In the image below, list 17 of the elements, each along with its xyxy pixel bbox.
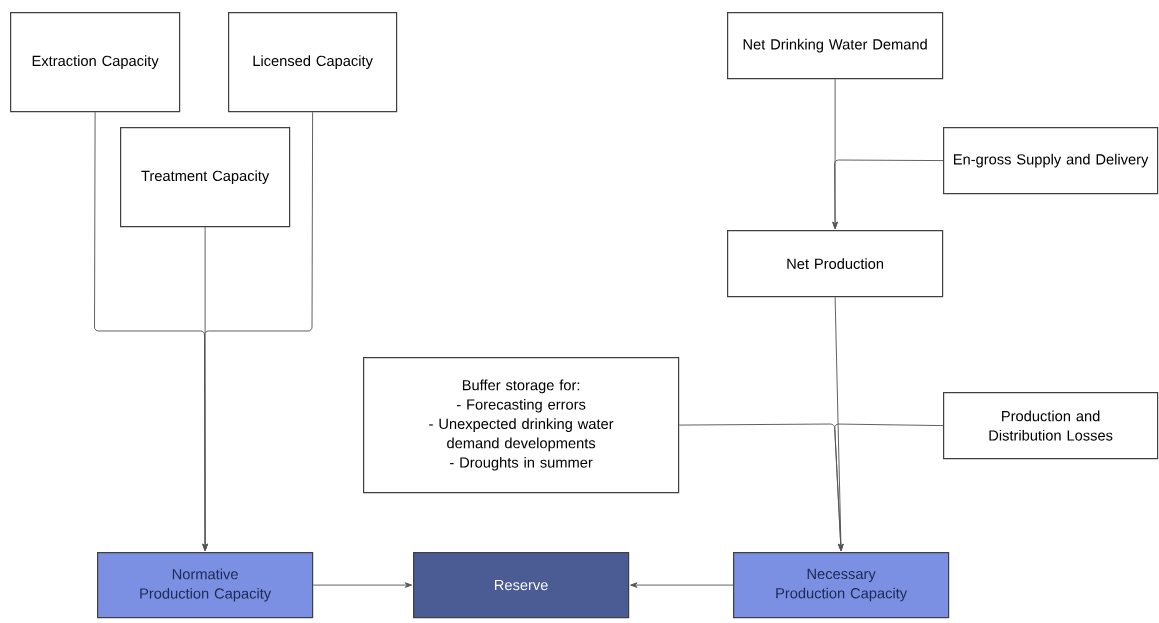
process-box: Net Drinking Water Demand [727, 12, 944, 80]
arrow [312, 582, 413, 588]
arrow [202, 226, 208, 552]
process-box: Net Production [727, 230, 944, 298]
arrow [832, 78, 838, 230]
result-box: Necessary Production Capacity [733, 552, 950, 619]
capacity-box: Licensed Capacity [228, 12, 398, 113]
reserve-box: Reserve [413, 552, 630, 619]
process-box: Production and Distribution Losses [943, 392, 1159, 460]
capacity-box: Treatment Capacity [120, 127, 291, 228]
result-box: Normative Production Capacity [97, 552, 314, 619]
arrow [834, 423, 944, 552]
note-box: Buffer storage for: - Forecasting errors - Unexpected drinking water demand developments - Droughts in summer [363, 357, 680, 494]
process-box: En-gross Supply and Delivery [943, 127, 1159, 195]
arrow [832, 159, 944, 230]
capacity-box: Extraction Capacity [10, 12, 181, 113]
arrow [630, 582, 734, 588]
